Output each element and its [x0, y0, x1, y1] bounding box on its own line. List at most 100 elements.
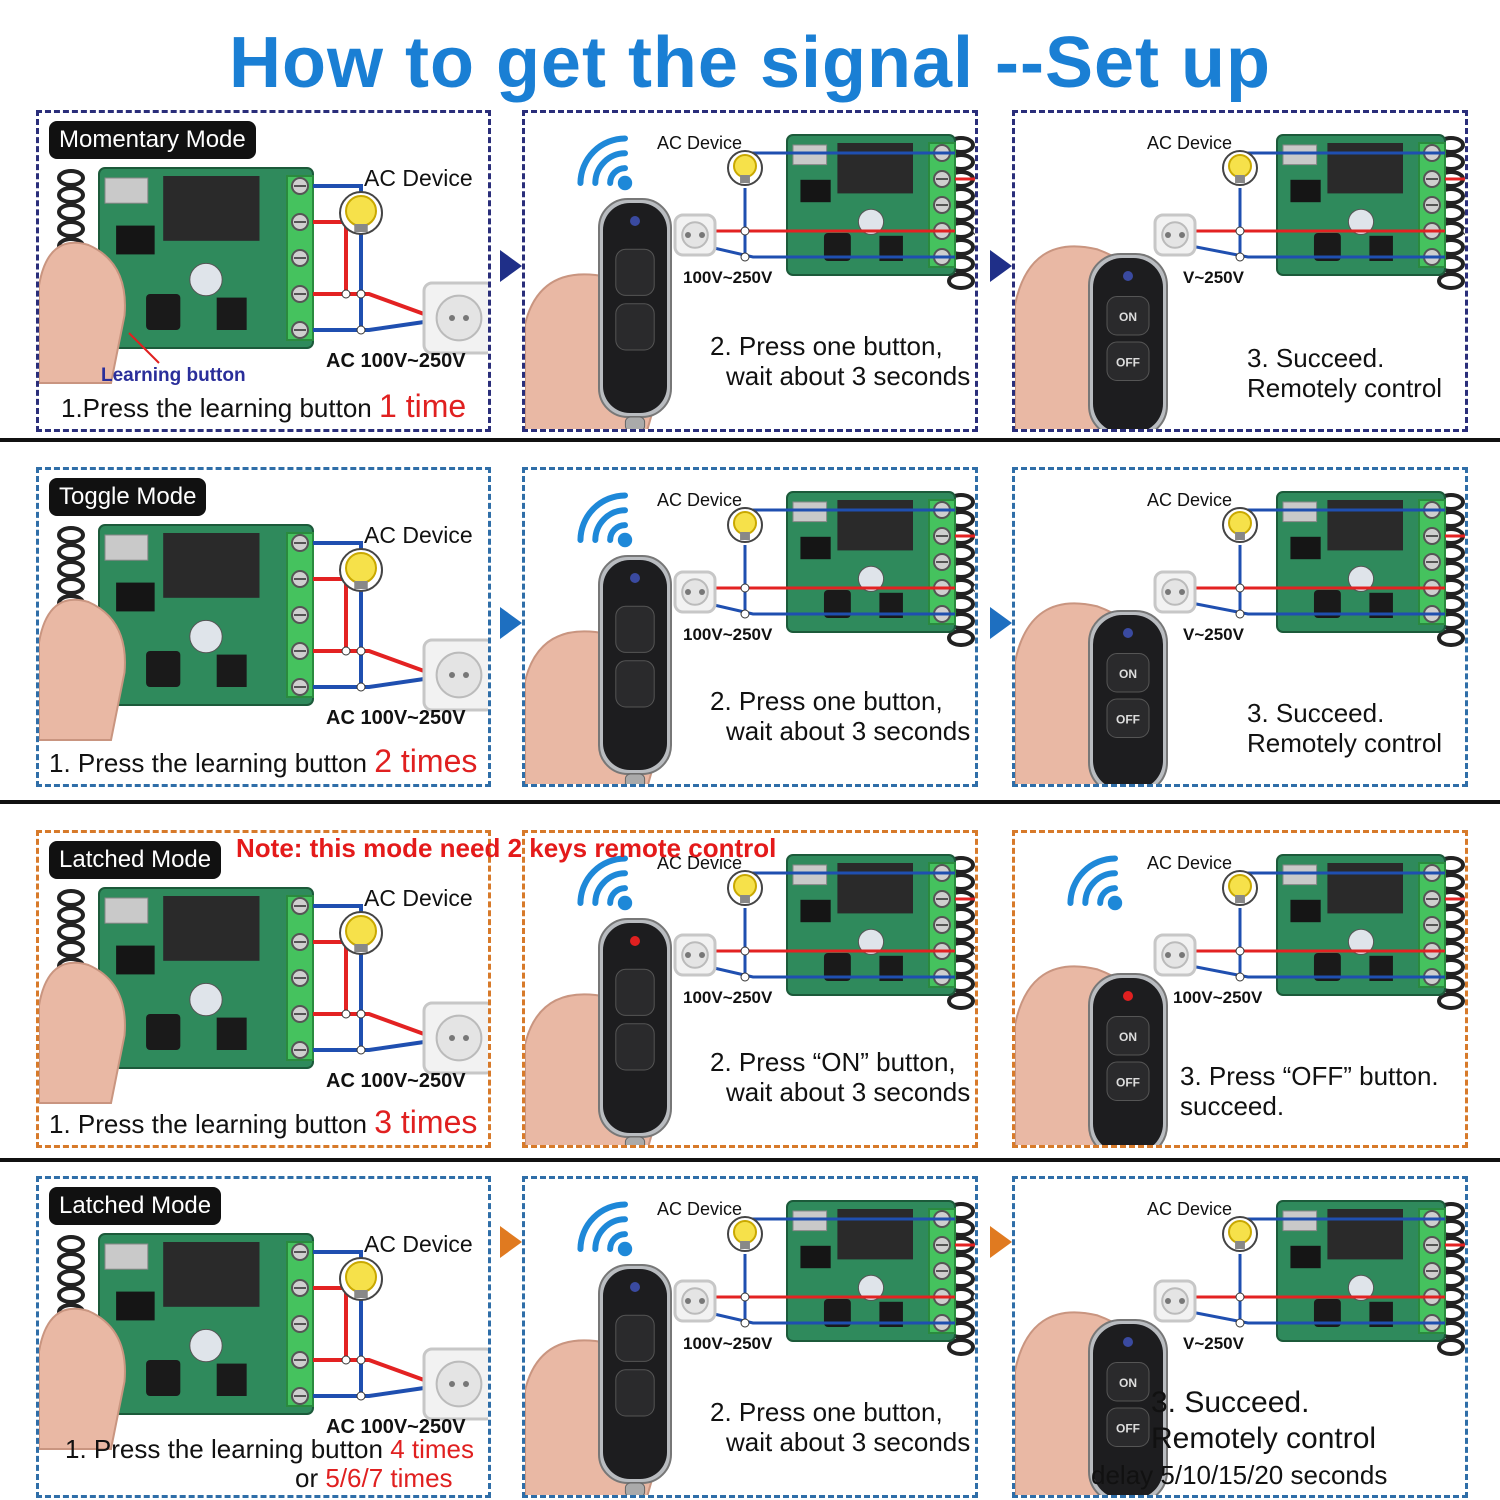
- wall-socket-icon: [422, 281, 488, 355]
- step3-line: 3. Succeed.: [1247, 698, 1385, 728]
- remote-control[interactable]: [598, 918, 672, 1148]
- voltage-label: AC 100V~250V: [326, 707, 466, 729]
- remote-control[interactable]: [598, 555, 672, 787]
- remote-off-button[interactable]: OFF: [1106, 698, 1150, 738]
- ac-device-label: AC Device: [1147, 133, 1233, 153]
- step3-illustration: ON OFF: [1015, 491, 1465, 787]
- remote-on-label: ON: [1119, 310, 1137, 324]
- step3-line: 3. Succeed.: [1247, 343, 1385, 373]
- led-indicator: [630, 216, 640, 226]
- remote-off-label: OFF: [1116, 1076, 1140, 1090]
- relay-board: [786, 134, 975, 290]
- remote-control[interactable]: [598, 1264, 672, 1497]
- remote-off-button[interactable]: OFF: [1106, 1061, 1150, 1101]
- learning-button-label: Learning button: [101, 365, 246, 386]
- step2-illustration: [525, 491, 975, 787]
- row-separator: [0, 800, 1500, 804]
- press-count-alt: 5/6/7 times: [325, 1463, 453, 1493]
- remote-on-button[interactable]: ON: [1106, 1016, 1150, 1056]
- or-text: or: [295, 1463, 319, 1493]
- led-indicator: [630, 573, 640, 583]
- relay: [163, 1242, 260, 1307]
- step3-line: Remotely control: [1151, 1422, 1377, 1455]
- ac-device-label: AC Device: [657, 1199, 743, 1219]
- mode-badge: Latched Mode: [49, 841, 222, 879]
- step3-instruction: 3. Succeed.Remotely control: [1247, 343, 1442, 403]
- page-title: How to get the signal --Set up: [229, 23, 1271, 103]
- remote-control[interactable]: ON OFF: [1088, 253, 1168, 432]
- voltage-label: V~250V: [1183, 625, 1244, 644]
- wall-socket-icon: [422, 1347, 488, 1421]
- light-bulb-icon: [727, 870, 763, 906]
- remote-off-button[interactable]: OFF: [1106, 341, 1150, 381]
- wall-socket-icon: [673, 213, 717, 257]
- relay: [837, 143, 913, 194]
- ac-device-label: AC Device: [1147, 490, 1233, 510]
- remote-off-button[interactable]: [615, 303, 655, 351]
- remote-on-button[interactable]: [615, 1314, 655, 1362]
- step2-line: 2. Press one button,: [710, 331, 943, 361]
- remote-on-button[interactable]: [615, 968, 655, 1016]
- step2-line: wait about 3 seconds: [726, 1427, 971, 1457]
- remote-control[interactable]: ON OFF: [1088, 1319, 1168, 1498]
- wall-socket-icon: [1153, 570, 1197, 614]
- next-step-arrow-icon: [500, 1226, 522, 1258]
- step3-instruction: 3. Press “OFF” button.succeed.: [1180, 1061, 1439, 1121]
- press-count: 2 times: [374, 743, 478, 779]
- remote-off-button[interactable]: [615, 1023, 655, 1071]
- next-step-arrow-icon: [990, 607, 1012, 639]
- relay: [837, 500, 913, 551]
- remote-control[interactable]: [598, 198, 672, 431]
- light-bulb-icon: [727, 150, 763, 186]
- remote-on-button[interactable]: ON: [1106, 653, 1150, 693]
- remote-control[interactable]: ON OFF: [1088, 610, 1168, 787]
- remote-on-label: ON: [1119, 667, 1137, 681]
- step3-line: 3. Press “OFF” button.: [1180, 1061, 1439, 1091]
- relay-board: [1276, 491, 1465, 647]
- light-bulb-icon: [1222, 507, 1258, 543]
- ac-device-label: AC Device: [657, 853, 743, 873]
- step3-illustration: ON OFF: [1015, 1200, 1465, 1498]
- voltage-label: 100V~250V: [683, 988, 773, 1007]
- remote-on-button[interactable]: [615, 605, 655, 653]
- step1-instruction: 1. Press the learning button 2 times: [49, 743, 478, 779]
- led-indicator: [1123, 628, 1133, 638]
- remote-on-label: ON: [1119, 1376, 1137, 1390]
- remote-off-button[interactable]: [615, 660, 655, 708]
- light-bulb-icon: [727, 1216, 763, 1252]
- remote-on-button[interactable]: ON: [1106, 296, 1150, 336]
- ac-device-label: AC Device: [364, 885, 473, 911]
- ac-device-label: AC Device: [364, 522, 473, 548]
- remote-off-label: OFF: [1116, 713, 1140, 727]
- remote-off-button[interactable]: OFF: [1106, 1407, 1150, 1447]
- step1-illustration: [39, 167, 488, 384]
- step2-illustration: [525, 1200, 975, 1497]
- step2-instruction: 2. Press “ON” button,wait about 3 second…: [710, 1047, 970, 1107]
- remote-control[interactable]: ON OFF: [1088, 973, 1168, 1148]
- led-indicator: [630, 1282, 640, 1292]
- wireless-signal-icon: [577, 1201, 633, 1257]
- remote-off-button[interactable]: [615, 1369, 655, 1417]
- remote-on-button[interactable]: [615, 248, 655, 296]
- wall-socket-icon: [1153, 1279, 1197, 1323]
- step2-instruction: 2. Press one button,wait about 3 seconds: [710, 686, 970, 746]
- step2-instruction: 2. Press one button,wait about 3 seconds: [710, 1397, 970, 1457]
- step2-line: wait about 3 seconds: [726, 1077, 971, 1107]
- remote-off-label: OFF: [1116, 1422, 1140, 1436]
- learning-pointer: [128, 332, 160, 364]
- mode-badge: Latched Mode: [49, 1187, 222, 1225]
- led-indicator: [1123, 271, 1133, 281]
- relay: [163, 896, 260, 961]
- wireless-signal-icon: [577, 135, 633, 191]
- voltage-label: AC 100V~250V: [326, 1416, 466, 1438]
- remote-on-button[interactable]: ON: [1106, 1362, 1150, 1402]
- relay: [837, 1209, 913, 1260]
- press-count: 4 times: [390, 1434, 475, 1464]
- press-count: 3 times: [374, 1104, 478, 1140]
- light-bulb-icon: [1222, 870, 1258, 906]
- relay: [1327, 1209, 1403, 1260]
